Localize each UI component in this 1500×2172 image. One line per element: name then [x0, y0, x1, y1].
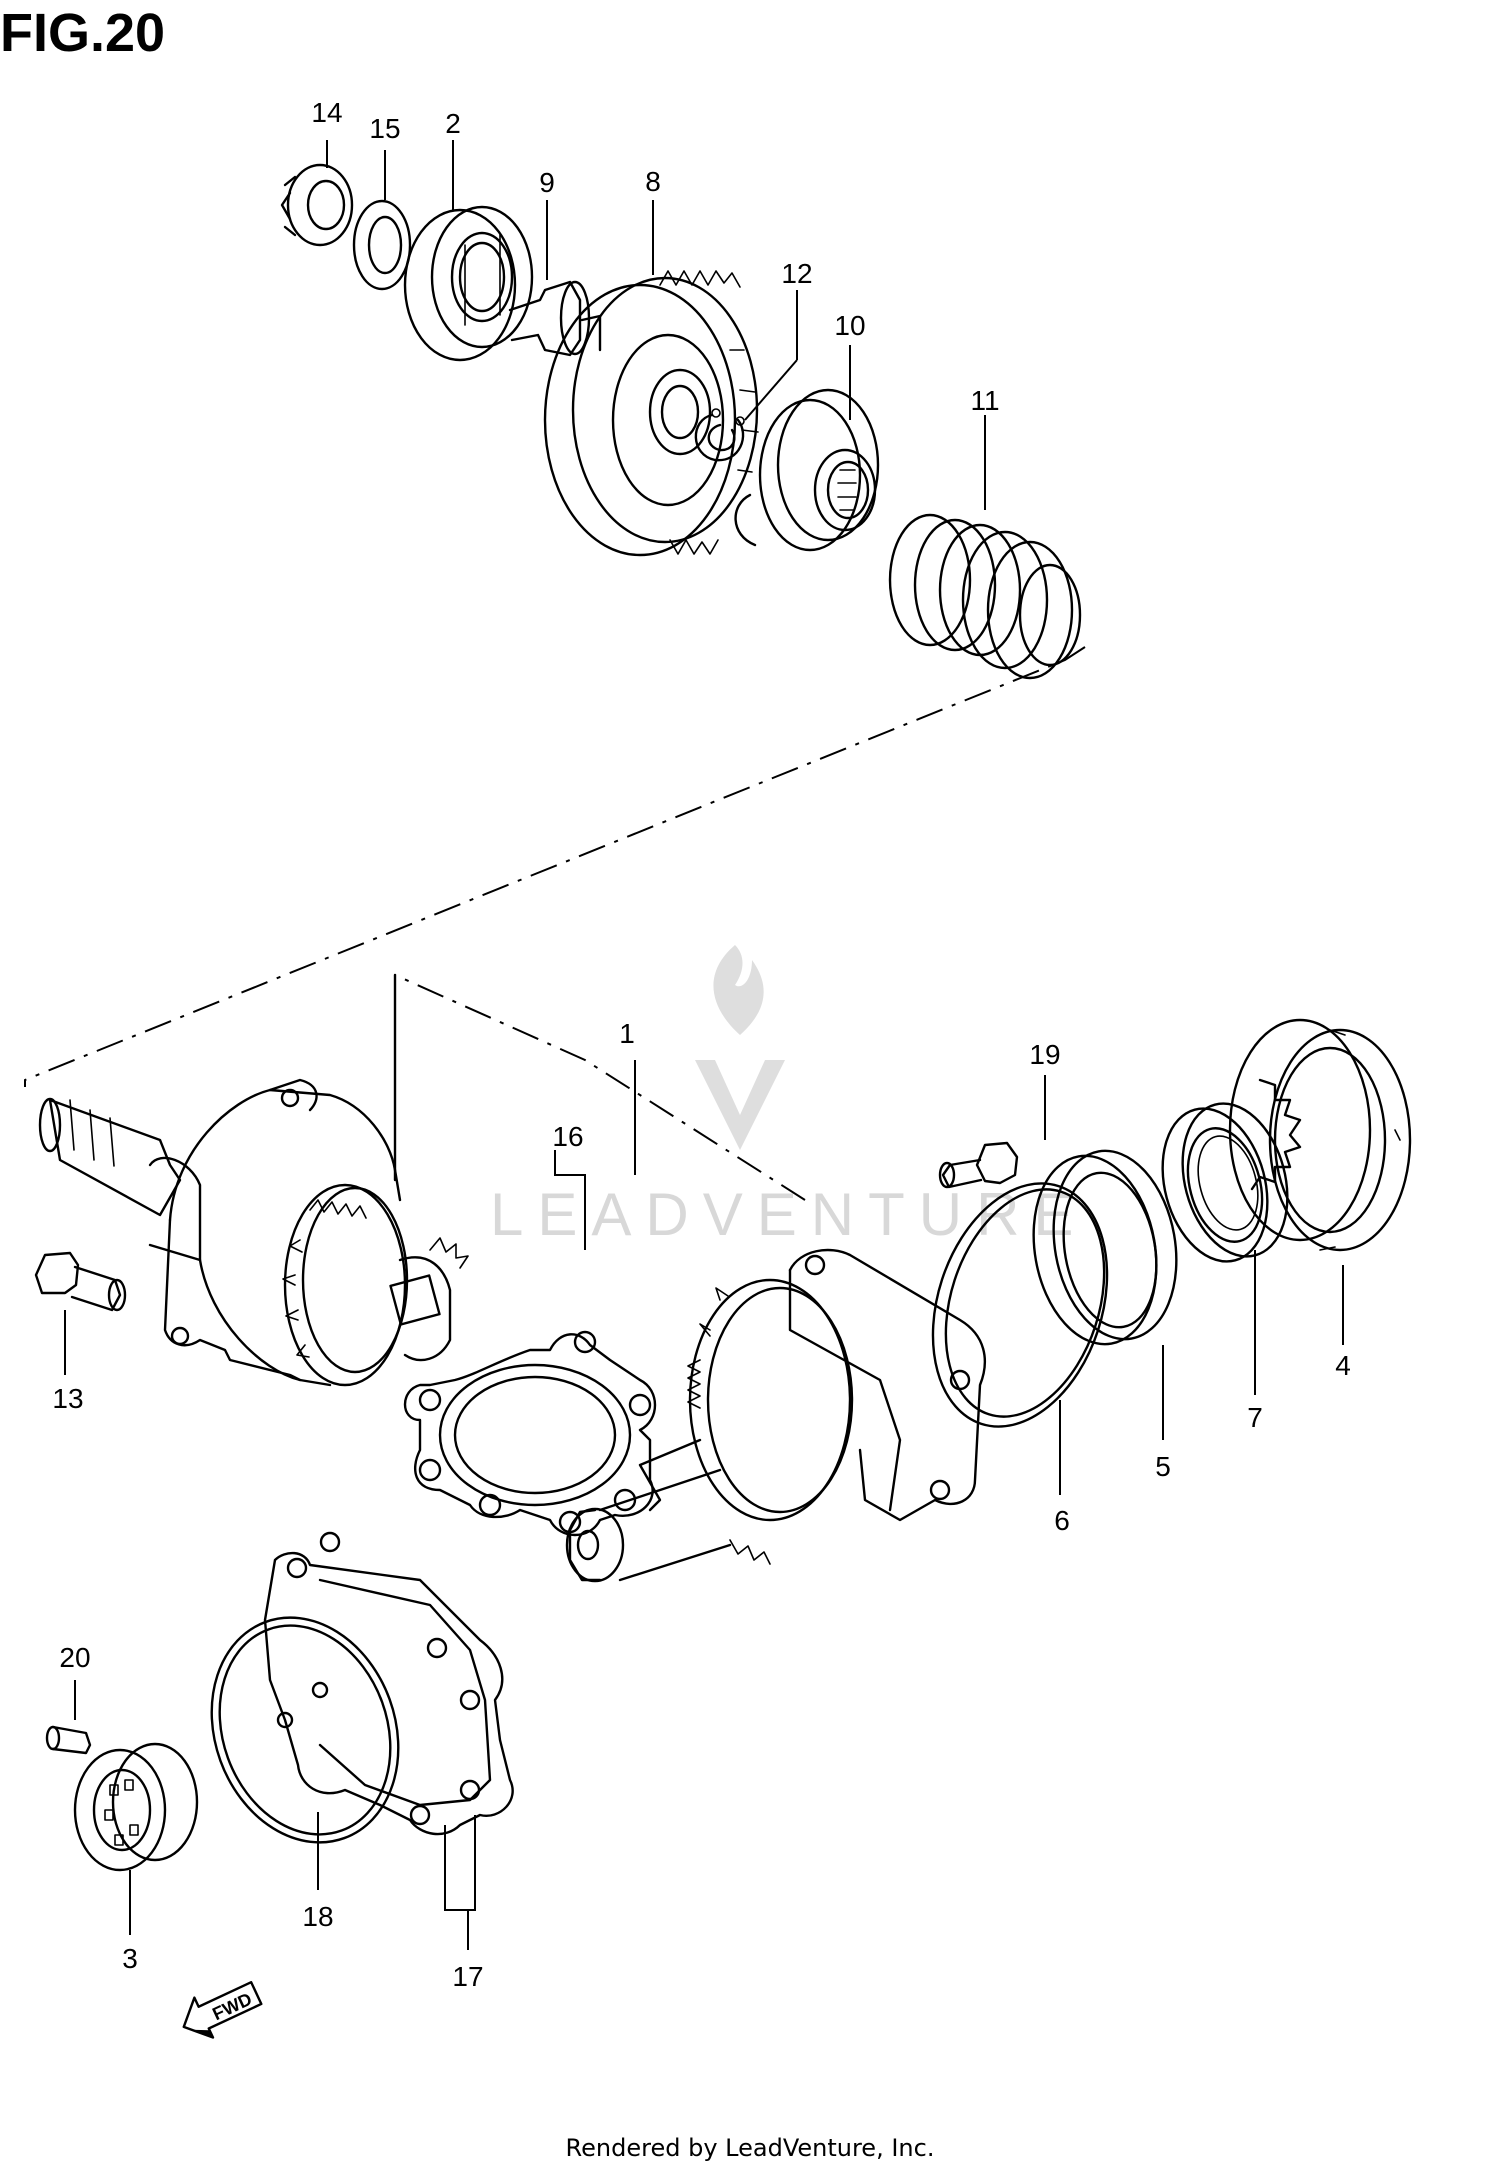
- part-17-gasket: [263, 1531, 514, 1911]
- callout-9: 9: [539, 167, 555, 198]
- callout-8: 8: [645, 166, 661, 197]
- part-3-needle-bearing: [73, 1742, 199, 1872]
- callout-20: 20: [59, 1642, 90, 1673]
- fwd-label: FWD: [209, 1989, 255, 2024]
- callout-17: 17: [452, 1961, 483, 1992]
- part-15-washer: [352, 199, 412, 291]
- callouts: 14 15 2 9 8 12 10 11 1 19 16 13 4 7 5 6 …: [52, 97, 1350, 1992]
- upper-assembly-line: [24, 646, 1086, 1087]
- callout-1: 1: [619, 1018, 635, 1049]
- part-18-o-ring: [210, 1616, 400, 1844]
- callout-4: 4: [1335, 1350, 1351, 1381]
- part-4-ring-nut: [1228, 1018, 1412, 1252]
- part-13-bolt: [34, 1251, 127, 1312]
- footer-credit: Rendered by LeadVenture, Inc.: [565, 2134, 935, 2162]
- part-20-pin: [45, 1725, 92, 1755]
- part-11-spring: [888, 513, 1082, 680]
- figure-title: FIG.20: [0, 3, 166, 63]
- callout-11: 11: [970, 385, 999, 416]
- lower-assembly-line: [394, 974, 806, 1201]
- callout-13: 13: [52, 1383, 83, 1414]
- part-5-shim: [1032, 1149, 1178, 1346]
- part-8-gear: [543, 270, 759, 557]
- fwd-arrow-icon: FWD: [182, 1981, 263, 2039]
- part-12-circlip: [694, 408, 745, 462]
- callout-7: 7: [1247, 1402, 1263, 1433]
- part-1-pinion-assembly: [38, 973, 469, 1387]
- watermark: LEADVENTURE: [490, 945, 1087, 1248]
- callout-14: 14: [311, 97, 342, 128]
- watermark-flame-icon: [713, 945, 764, 1035]
- callout-3: 3: [122, 1943, 138, 1974]
- part-1-ring-gear-housing: [565, 1248, 987, 1583]
- watermark-text: LEADVENTURE: [490, 1181, 1087, 1248]
- callout-10: 10: [834, 310, 865, 341]
- part-2-bearing: [403, 205, 534, 362]
- watermark-v-icon: [695, 1060, 785, 1150]
- callout-2: 2: [445, 108, 461, 139]
- part-14-nut: [280, 163, 354, 247]
- part-16-gasket: [403, 1150, 657, 1537]
- callout-15: 15: [369, 113, 400, 144]
- callout-5: 5: [1155, 1451, 1171, 1482]
- callout-19: 19: [1029, 1039, 1060, 1070]
- callout-12: 12: [781, 258, 812, 289]
- callout-6: 6: [1054, 1505, 1070, 1536]
- part-19-bolt: [938, 1141, 1019, 1189]
- callout-18: 18: [302, 1901, 333, 1932]
- callout-16: 16: [552, 1121, 583, 1152]
- part-10-cam: [734, 388, 880, 552]
- assembly-lines: [24, 646, 1086, 1201]
- leader-lines: [64, 140, 1344, 1950]
